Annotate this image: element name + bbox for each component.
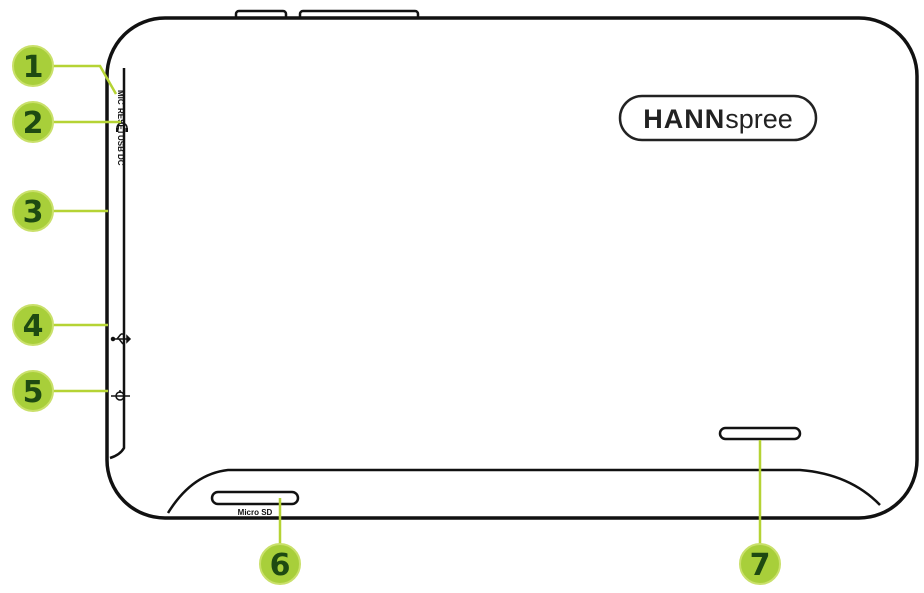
speaker-grille (718, 426, 802, 441)
brand-light-text: spree (725, 104, 793, 134)
micro-sd-slot: Micro SD (210, 490, 300, 517)
callout-4-number: 4 (23, 309, 44, 344)
callout-5: 5 (12, 370, 54, 412)
callout-3-number: 3 (23, 195, 44, 230)
dc-label: DC (116, 154, 125, 166)
callout-2: 2 (12, 101, 54, 143)
callouts: 1 2 3 4 5 6 7 (12, 45, 781, 585)
callout-6: 6 (259, 543, 301, 585)
bottom-ridge (166, 468, 881, 514)
usb-label: USB (116, 135, 125, 152)
callout-leader-lines (50, 64, 762, 545)
brand-logo-outline (618, 94, 818, 142)
brand-bold-text: HANN (643, 104, 725, 134)
callout-5-number: 5 (23, 375, 44, 410)
callout-1: 1 (12, 45, 54, 87)
callout-7-number: 7 (750, 548, 771, 583)
usb-icon (110, 333, 132, 345)
callout-6-number: 6 (270, 548, 291, 583)
leader-line-1 (50, 64, 118, 95)
headphone-icon (116, 122, 128, 132)
dc-power-icon (111, 390, 130, 401)
callout-1-number: 1 (23, 50, 44, 85)
callout-3: 3 (12, 190, 54, 232)
micro-sd-label: Micro SD (238, 508, 273, 517)
tablet-body (105, 16, 919, 520)
side-port-panel (109, 68, 126, 460)
brand-logo: HANNspree (618, 94, 818, 142)
callout-2-number: 2 (23, 106, 44, 141)
callout-7: 7 (739, 543, 781, 585)
callout-4: 4 (12, 304, 54, 346)
mic-label: MIC (116, 90, 125, 105)
micro-sd-slot-opening (210, 490, 300, 506)
brand-logo-text: HANNspree (643, 104, 793, 134)
